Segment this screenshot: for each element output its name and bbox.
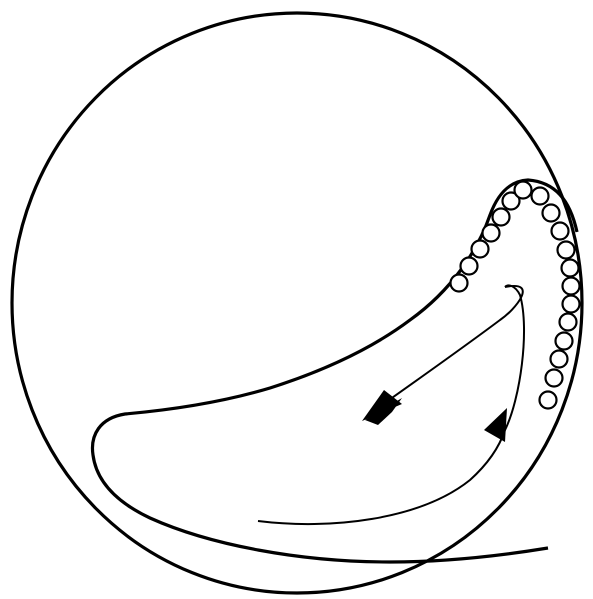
bead <box>532 188 549 205</box>
bead <box>563 278 580 295</box>
bead <box>560 314 577 331</box>
flow-line-lower <box>258 430 505 524</box>
flow-line-upper <box>375 286 523 410</box>
bead <box>493 209 510 226</box>
bead-row <box>451 182 580 409</box>
outer-circle <box>12 13 582 593</box>
bead <box>546 370 563 387</box>
inner-chamber <box>92 180 577 562</box>
bead <box>551 351 568 368</box>
bead <box>515 182 532 199</box>
bead <box>543 205 560 222</box>
bead <box>558 242 575 259</box>
arrow-head-right-up <box>484 408 507 442</box>
bead <box>451 275 468 292</box>
bead <box>563 296 580 313</box>
bead <box>461 258 478 275</box>
bead <box>472 241 489 258</box>
bead <box>552 223 569 240</box>
bead <box>540 392 557 409</box>
bead <box>562 260 579 277</box>
bead <box>483 225 500 242</box>
bead <box>556 333 573 350</box>
